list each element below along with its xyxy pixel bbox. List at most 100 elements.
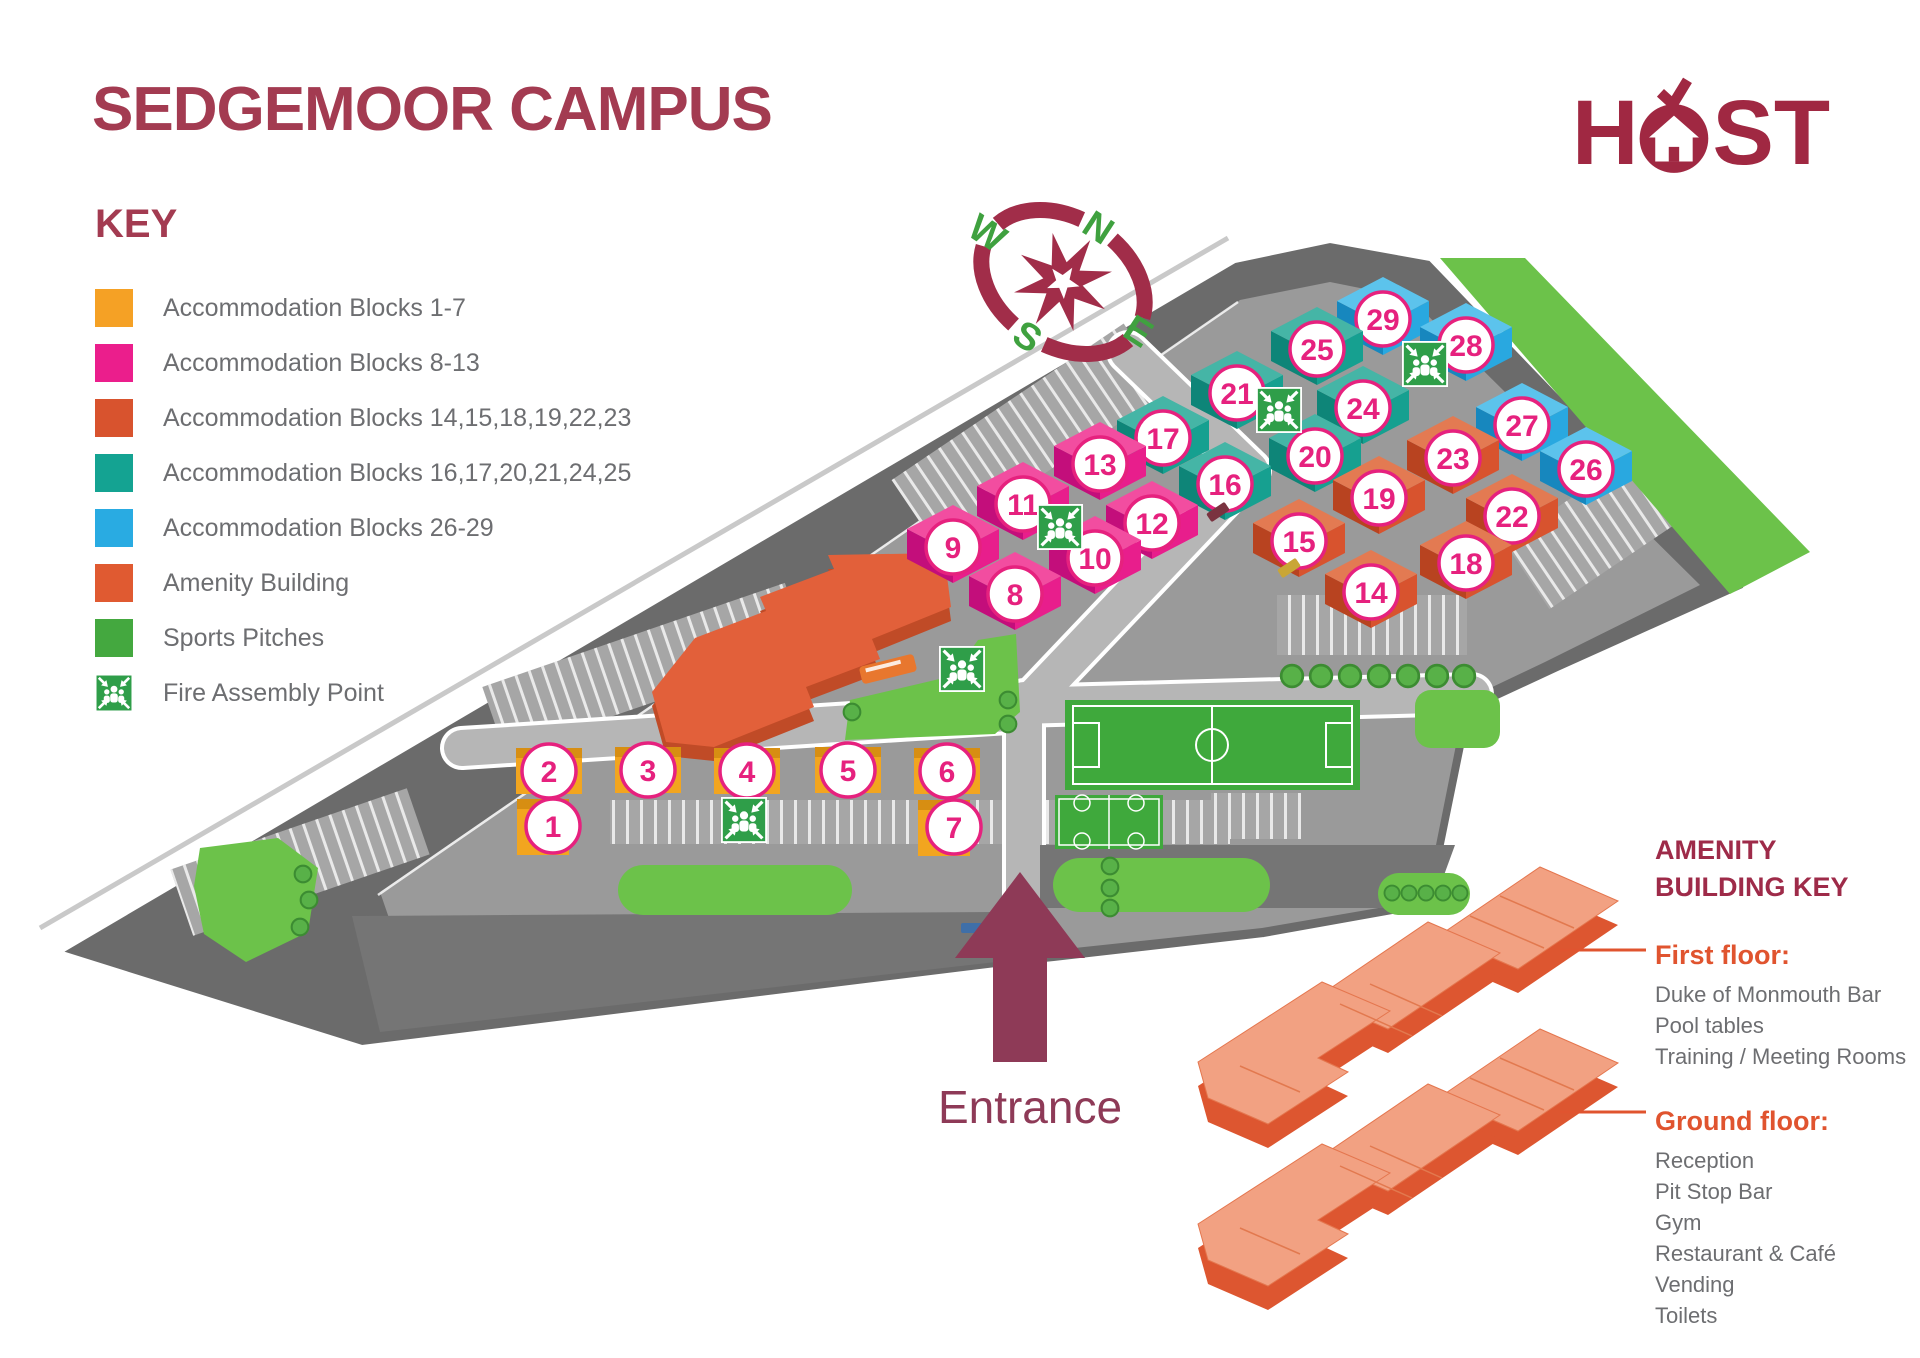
amenity-building-map — [652, 553, 951, 761]
amenity-building-key: AMENITY BUILDING KEY First floor:Duke of… — [1655, 832, 1920, 1331]
amenity-item: Restaurant & Café — [1655, 1241, 1836, 1266]
key-item-3: Accommodation Blocks 16,17,20,21,24,25 — [95, 454, 655, 492]
page-title: SEDGEMOOR CAMPUS — [92, 75, 773, 144]
map-block-26: 26 — [1540, 427, 1632, 505]
block-number: 7 — [946, 812, 963, 845]
key-label: Amenity Building — [163, 568, 350, 597]
basketball-courts — [1055, 794, 1163, 850]
host-logo: H ST — [1572, 72, 1830, 185]
key-label: Accommodation Blocks 1-7 — [163, 293, 466, 322]
amenity-item: Pit Stop Bar — [1655, 1179, 1773, 1204]
block-number: 6 — [939, 756, 956, 789]
key-item-1: Accommodation Blocks 8-13 — [95, 344, 655, 382]
block-number: 23 — [1436, 443, 1469, 476]
key-label: Sports Pitches — [163, 623, 325, 652]
block-number: 15 — [1282, 526, 1315, 559]
map-block-29: 29 — [1337, 277, 1429, 355]
block-number: 20 — [1298, 441, 1331, 474]
block-number: 18 — [1449, 548, 1482, 581]
entrance-label: Entrance — [937, 1081, 1123, 1133]
logo-letter-h: H — [1572, 82, 1639, 185]
key-item-2: Accommodation Blocks 14,15,18,19,22,23 — [95, 399, 655, 437]
block-number: 14 — [1354, 577, 1388, 610]
key-item-7: Fire Assembly Point — [95, 674, 655, 712]
block-number: 17 — [1146, 423, 1179, 456]
key-label: Accommodation Blocks 8-13 — [163, 348, 480, 377]
key-swatch — [95, 454, 133, 492]
map-block-17: 17 — [1117, 396, 1209, 474]
block-number: 11 — [1007, 489, 1039, 522]
fire-assembly-icon — [722, 798, 766, 842]
key-swatch — [95, 344, 133, 382]
key-item-5: Amenity Building — [95, 564, 655, 602]
map-block-24: 24 — [1317, 366, 1409, 444]
car-icon — [1277, 558, 1301, 578]
key-label: Accommodation Blocks 14,15,18,19,22,23 — [163, 403, 632, 432]
map-block-27: 27 — [1476, 383, 1568, 461]
block-number: 29 — [1366, 304, 1399, 337]
amenity-item: Duke of Monmouth Bar — [1655, 982, 1882, 1007]
block-number: 4 — [739, 756, 756, 789]
block-number: 25 — [1300, 334, 1333, 367]
key-swatch — [95, 399, 133, 437]
map-block-4: 4 — [714, 742, 780, 800]
map-block-12: 12 — [1106, 481, 1198, 559]
map-block-15: 15 — [1253, 499, 1345, 577]
map-block-23: 23 — [1407, 416, 1499, 494]
map-block-6: 6 — [914, 742, 980, 800]
key-swatch — [95, 509, 133, 547]
amenity-item: Pool tables — [1655, 1013, 1764, 1038]
block-number: 12 — [1135, 508, 1168, 541]
block-number: 10 — [1078, 543, 1111, 576]
amenity-building-3d — [1197, 866, 1646, 1311]
amenity-item: Toilets — [1655, 1303, 1718, 1328]
map-block-1: 1 — [517, 797, 582, 855]
fire-assembly-icon — [1257, 388, 1301, 432]
bus-icon — [859, 654, 917, 684]
key-label: Accommodation Blocks 26-29 — [163, 513, 494, 542]
fire-assembly-icon — [95, 674, 133, 712]
block-number: 22 — [1495, 501, 1528, 534]
block-number: 21 — [1220, 378, 1253, 411]
map-block-7: 7 — [918, 798, 983, 856]
car-icon — [1206, 502, 1230, 522]
key-label: Accommodation Blocks 16,17,20,21,24,25 — [163, 458, 632, 487]
entrance-arrow — [955, 872, 1085, 1062]
fire-assembly-icon — [940, 647, 984, 691]
dark-strip-left — [352, 912, 996, 1032]
map-block-14: 14 — [1325, 550, 1417, 628]
amenity-key-heading-line1: AMENITY — [1655, 835, 1777, 865]
block-number: 3 — [640, 755, 657, 788]
amenity-key-heading-line2: BUILDING KEY — [1655, 872, 1849, 902]
key-heading: KEY — [95, 202, 178, 246]
map-block-9: 9 — [907, 505, 999, 583]
fire-assembly-icon — [1038, 505, 1082, 549]
block-number: 8 — [1007, 579, 1024, 612]
amenity-item: Vending — [1655, 1272, 1735, 1297]
block-number: 19 — [1362, 483, 1395, 516]
key-item-0: Accommodation Blocks 1-7 — [95, 289, 655, 327]
block-number: 26 — [1569, 454, 1602, 487]
fire-assembly-icon — [1403, 342, 1447, 386]
map-block-16: 16 — [1179, 442, 1271, 520]
map-block-19: 19 — [1333, 456, 1425, 534]
key-item-6: Sports Pitches — [95, 619, 655, 657]
amenity-item: Training / Meeting Rooms — [1655, 1044, 1907, 1069]
map-block-22: 22 — [1466, 474, 1558, 552]
block-number: 9 — [945, 532, 962, 565]
key-swatch — [95, 289, 133, 327]
football-pitch — [1065, 700, 1360, 790]
map-block-5: 5 — [815, 741, 881, 799]
map-block-2: 2 — [516, 742, 582, 800]
block-number: 2 — [541, 756, 558, 789]
map-block-18: 18 — [1420, 521, 1512, 599]
map-block-3: 3 — [615, 741, 681, 799]
block-number: 28 — [1449, 330, 1482, 363]
block-number: 24 — [1346, 393, 1380, 426]
block-number: 27 — [1505, 410, 1538, 443]
key-swatch — [95, 564, 133, 602]
apple-house-icon — [1636, 72, 1714, 176]
